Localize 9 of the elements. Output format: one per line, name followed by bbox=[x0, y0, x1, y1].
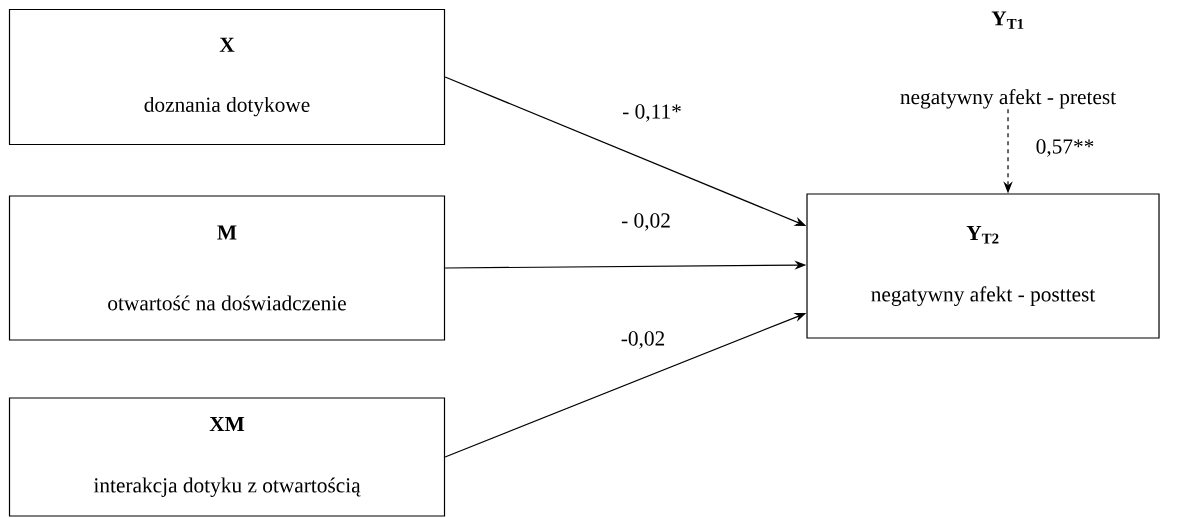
variable-label: Y$_{T1}$ negatywny afekt - pretest bbox=[900, 11, 1116, 109]
edge-label: - 0,02 bbox=[619, 211, 673, 233]
variable-box: X doznania dotykowe bbox=[8, 8, 446, 146]
edge-label: -0,02 bbox=[619, 329, 667, 351]
variable-box: XM interakcja dotyku z otwartością bbox=[8, 397, 446, 517]
variable-box: M otwartość na doświadczenie bbox=[8, 195, 446, 341]
edge-label: 0,57** bbox=[1034, 137, 1096, 159]
edge-label: - 0,11* bbox=[620, 102, 684, 124]
variable-box: Y$_{T2}$ negatywny afekt - posttest bbox=[806, 193, 1160, 339]
